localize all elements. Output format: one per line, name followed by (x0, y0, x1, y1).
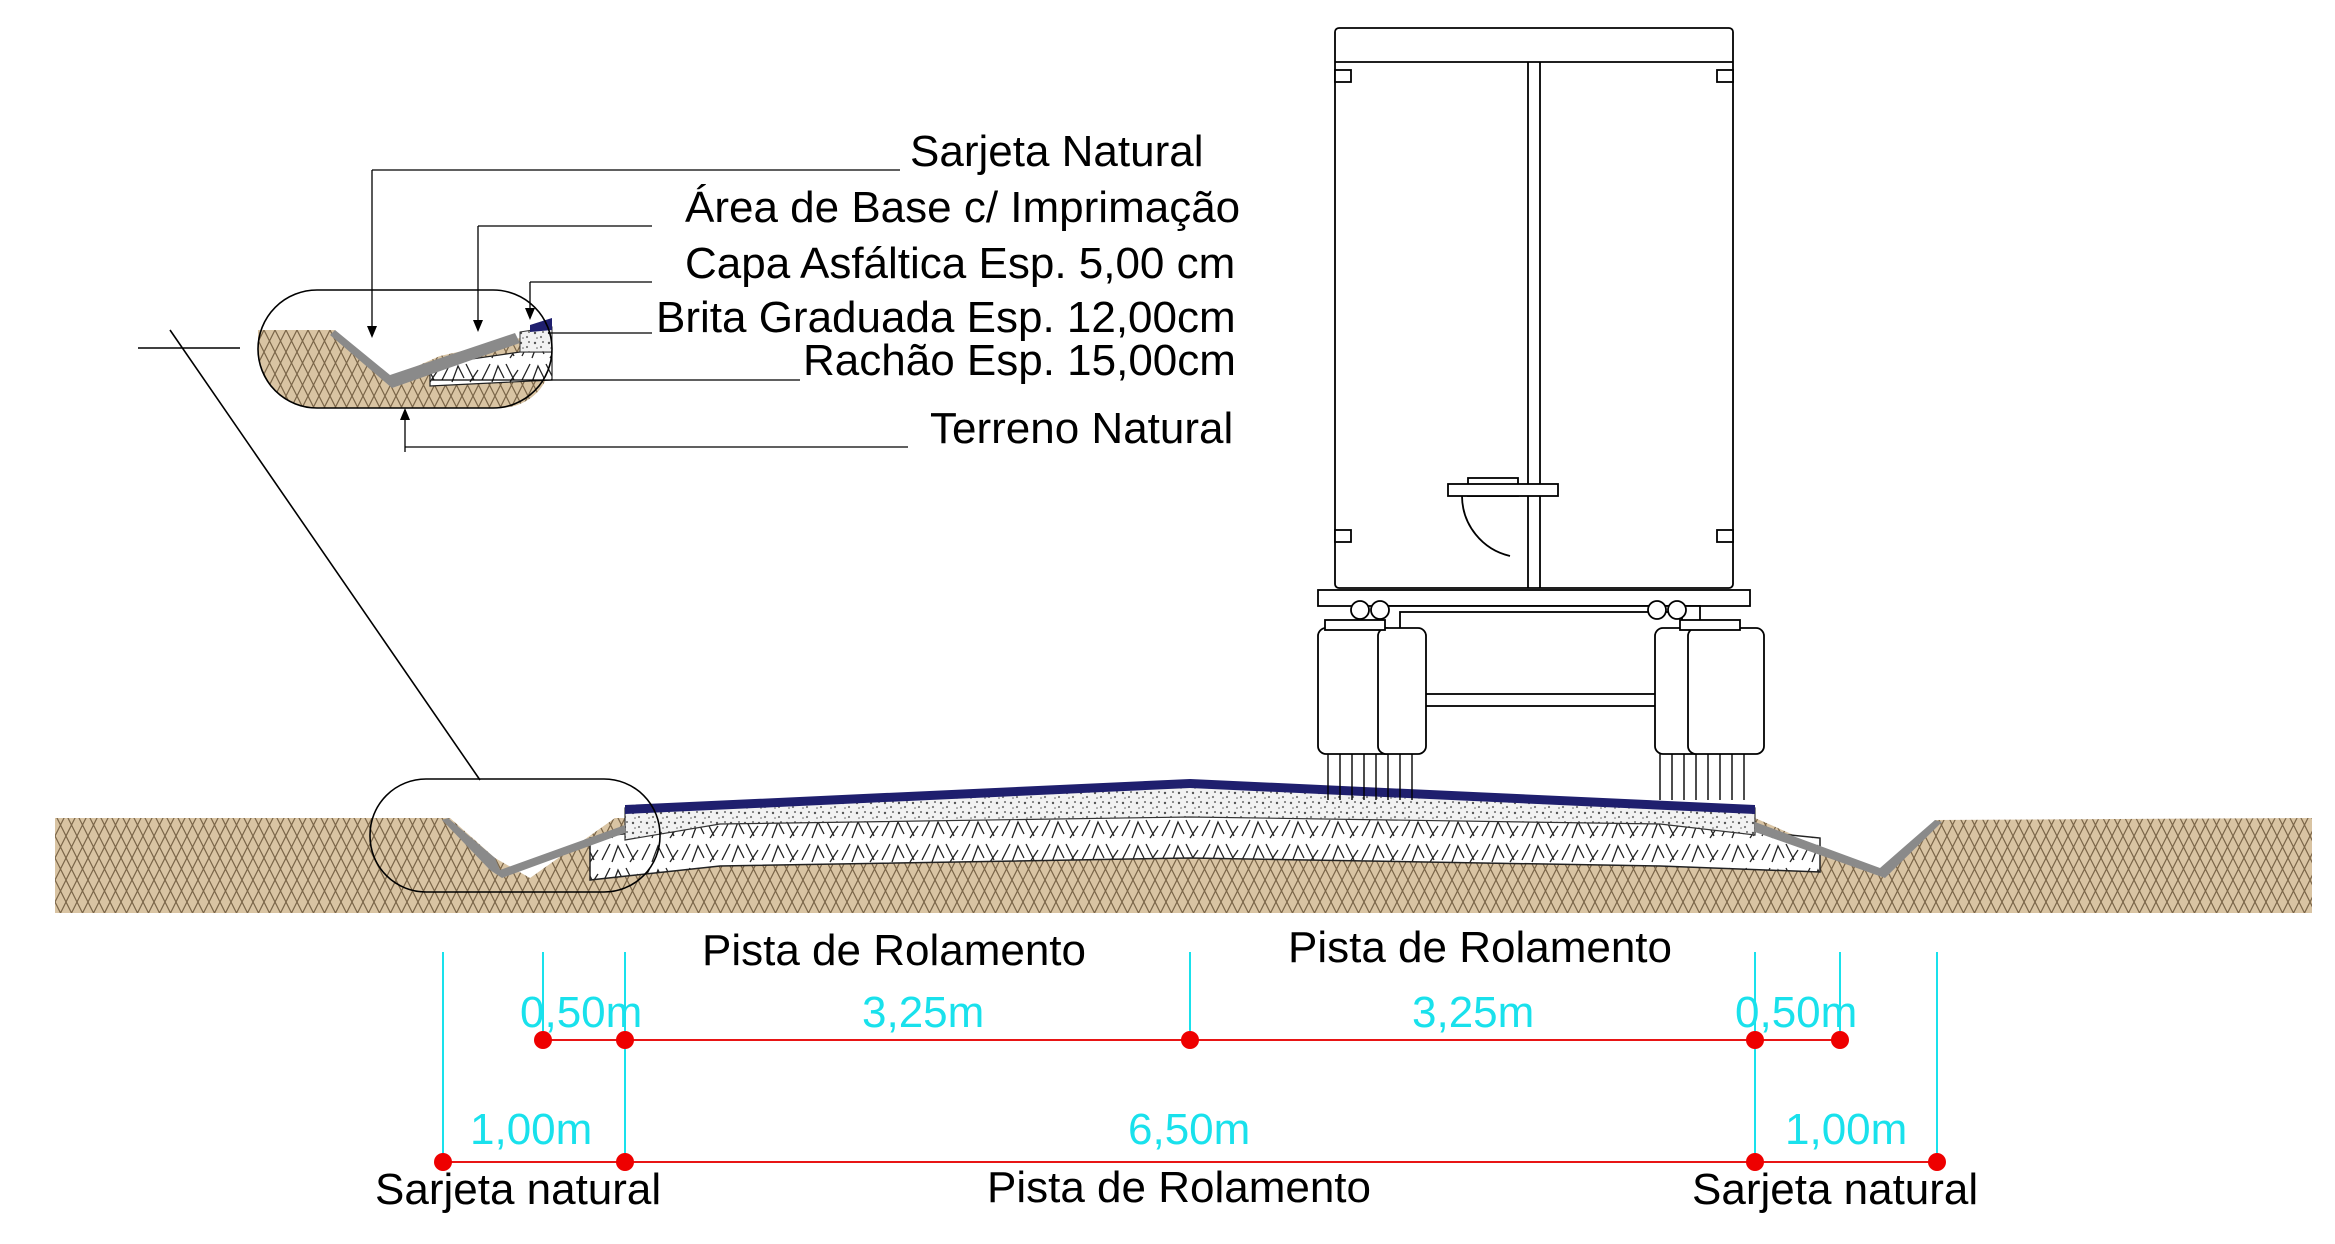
detail-soil (258, 325, 552, 408)
asphalt-cap (625, 779, 1755, 814)
detail-arrowheads (367, 308, 535, 420)
label-pista-right: Pista de Rolamento (1288, 923, 1672, 972)
label-sarjeta-natural: Sarjeta Natural (910, 127, 1203, 176)
gutter-left (442, 818, 625, 878)
detail-leaders (371, 169, 908, 452)
detail-gutter (330, 330, 520, 388)
callout-leader (138, 329, 481, 781)
dimension-extension-lines (442, 952, 1938, 1162)
detail-callout-capsule (369, 778, 661, 893)
layer-detail-view: Sarjeta Natural Área de Base c/ Imprimaç… (257, 127, 1240, 453)
label-sarjeta-right: Sarjeta natural (1692, 1165, 1978, 1214)
dim-top-2: 3,25m (1412, 988, 1534, 1037)
dim-bottom-1: 6,50m (1128, 1105, 1250, 1154)
detail-rock (429, 351, 553, 387)
dim-top-0: 0,50m (520, 988, 642, 1037)
terrain-section (55, 778, 2312, 913)
dim-top-1: 3,25m (862, 988, 984, 1037)
label-pista-bottom: Pista de Rolamento (987, 1163, 1371, 1212)
label-capa-asfaltica: Capa Asfáltica Esp. 5,00 cm (685, 239, 1235, 288)
label-sarjeta-left: Sarjeta natural (375, 1165, 661, 1214)
label-area-base: Área de Base c/ Imprimação (685, 183, 1240, 232)
label-terreno-natural: Terreno Natural (930, 404, 1233, 453)
gutter-right (1755, 820, 1942, 878)
dimension-points (434, 1031, 1946, 1171)
dim-top-3: 0,50m (1735, 988, 1857, 1037)
dim-bottom-0: 1,00m (470, 1105, 592, 1154)
label-rachao: Rachão Esp. 15,00cm (803, 336, 1236, 385)
detail-asphalt (530, 318, 552, 332)
truck-icon (1317, 27, 1765, 800)
label-pista-left: Pista de Rolamento (702, 926, 1086, 975)
label-brita-graduada: Brita Graduada Esp. 12,00cm (656, 293, 1236, 342)
dim-bottom-2: 1,00m (1785, 1105, 1907, 1154)
